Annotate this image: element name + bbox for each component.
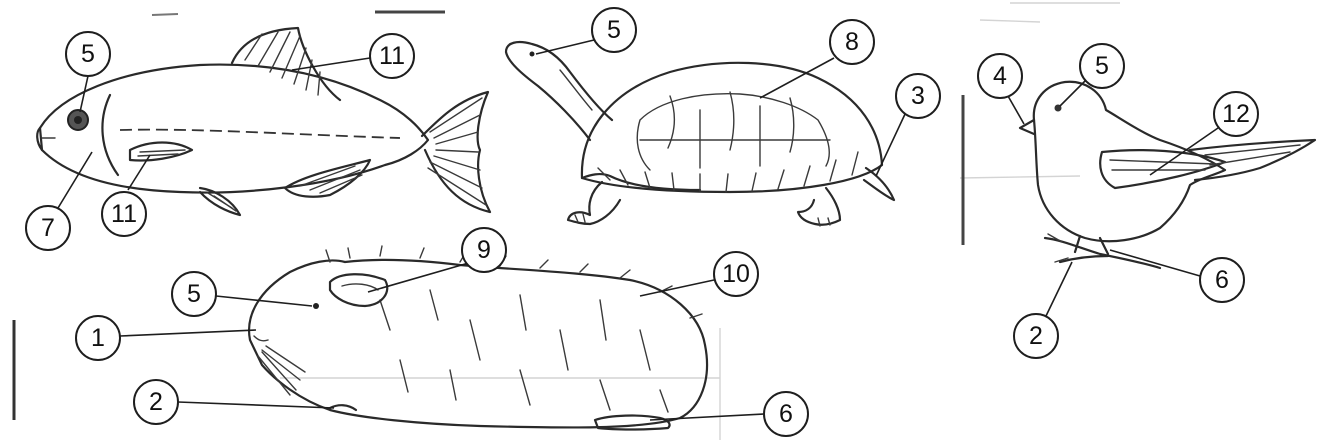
guinea-pig-label-10: 10 bbox=[722, 260, 750, 288]
turtle-drawing bbox=[506, 42, 894, 226]
guinea-pig-label-1: 1 bbox=[91, 324, 105, 352]
guinea-pig-label-9: 9 bbox=[477, 236, 491, 264]
turtle-callout-shell: 8 bbox=[760, 20, 874, 98]
turtle-callout-eye: 5 bbox=[536, 8, 636, 54]
bird-label-5: 5 bbox=[1095, 52, 1109, 80]
turtle-label-5: 5 bbox=[607, 16, 621, 44]
bird-callout-leg: 6 bbox=[1110, 250, 1244, 302]
turtle-label-3: 3 bbox=[911, 82, 925, 110]
guinea-pig-callout-front-paw: 2 bbox=[134, 380, 334, 424]
fish-label-11-dorsal: 11 bbox=[379, 42, 405, 70]
bird-drawing bbox=[1020, 82, 1315, 268]
fish-callout-gill: 7 bbox=[26, 152, 92, 250]
bird-label-6: 6 bbox=[1215, 266, 1229, 294]
guinea-pig-label-6: 6 bbox=[779, 400, 793, 428]
bird-label-12: 12 bbox=[1222, 100, 1250, 128]
bird-label-4: 4 bbox=[993, 62, 1007, 90]
bird-label-2: 2 bbox=[1029, 322, 1043, 350]
fish-label-7: 7 bbox=[41, 214, 55, 242]
turtle-label-8: 8 bbox=[845, 28, 859, 56]
guinea-pig-label-2: 2 bbox=[149, 388, 163, 416]
bird-callout-eye: 5 bbox=[1060, 44, 1124, 106]
guinea-pig-callout-eye: 5 bbox=[172, 272, 312, 316]
guinea-pig-label-5: 5 bbox=[187, 280, 201, 308]
fish-callout-pectoral-fin: 11 bbox=[102, 155, 150, 236]
turtle-callout-tail: 3 bbox=[876, 74, 940, 176]
fish-label-5: 5 bbox=[81, 40, 95, 68]
bird-callout-foot: 2 bbox=[1014, 262, 1072, 358]
guinea-pig-drawing bbox=[249, 246, 707, 430]
fish-label-11-pectoral: 11 bbox=[111, 200, 137, 228]
guinea-pig-callout-nose: 1 bbox=[76, 316, 256, 360]
bird-callout-beak: 4 bbox=[978, 54, 1024, 124]
guinea-pig-callout-rear-paw: 6 bbox=[650, 392, 808, 436]
fish-callout-eye: 5 bbox=[66, 32, 110, 112]
